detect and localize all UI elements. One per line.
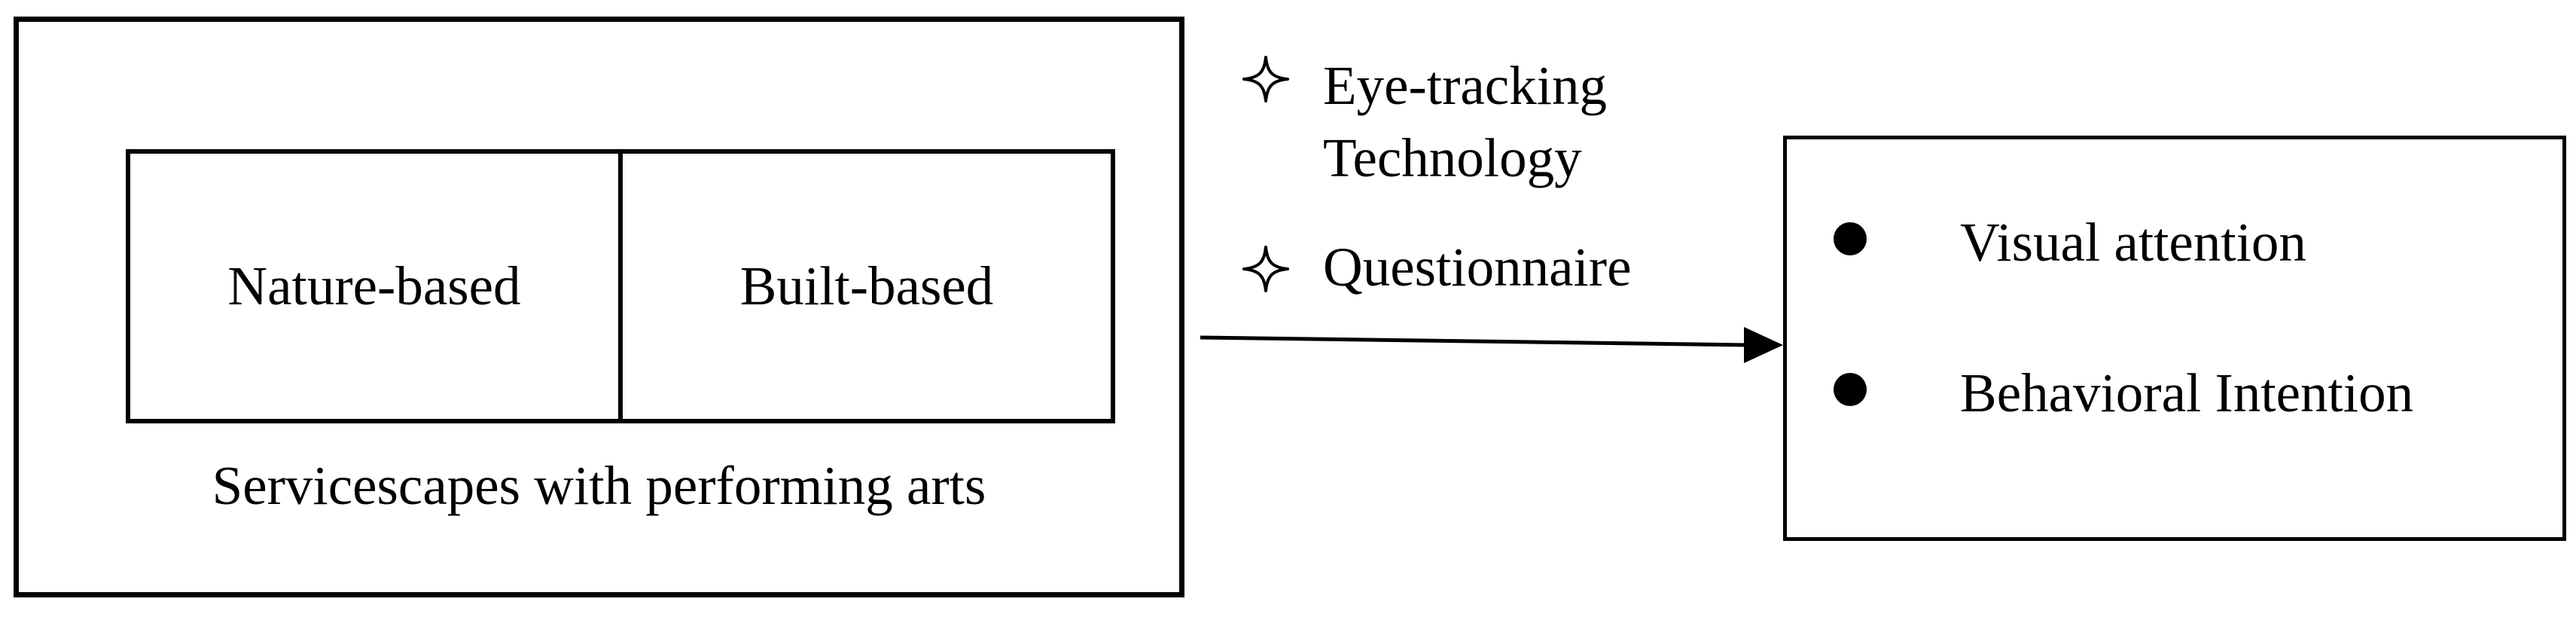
flow-arrow-head: [1744, 327, 1783, 363]
outcome-behavioral-intention-label: Behavioral Intention: [1960, 362, 2414, 423]
built-based-label: Built-based: [739, 255, 994, 316]
servicescape-box: Nature-based Built-based: [14, 17, 1184, 597]
four-point-star-icon: [1242, 56, 1289, 102]
outcome-visual-attention-label: Visual attention: [1960, 212, 2306, 273]
method-questionnaire: Questionnaire: [1242, 240, 1664, 307]
built-based-cell: Built-based: [623, 154, 1111, 419]
servicescape-caption: Servicescapes with performing arts: [212, 455, 986, 516]
method-eye-tracking-line-2: Technology: [1323, 127, 1582, 188]
method-eye-tracking-label: Eye-tracking Technology: [1323, 50, 1607, 194]
four-point-star-icon: [1242, 246, 1289, 292]
method-eye-tracking: Eye-tracking Technology: [1242, 50, 1664, 188]
nature-based-cell: Nature-based: [130, 154, 623, 419]
nature-based-label: Nature-based: [227, 255, 521, 316]
flow-arrow-shaft: [1200, 335, 1749, 347]
bullet-icon: [1834, 373, 1867, 406]
method-eye-tracking-line-1: Eye-tracking: [1323, 55, 1607, 116]
method-questionnaire-label: Questionnaire: [1323, 237, 1632, 298]
bullet-icon: [1834, 222, 1867, 255]
servicescape-types-box: Nature-based Built-based: [126, 149, 1115, 423]
outcomes-box: Visual attention Behavioral Intention: [1783, 136, 2566, 541]
